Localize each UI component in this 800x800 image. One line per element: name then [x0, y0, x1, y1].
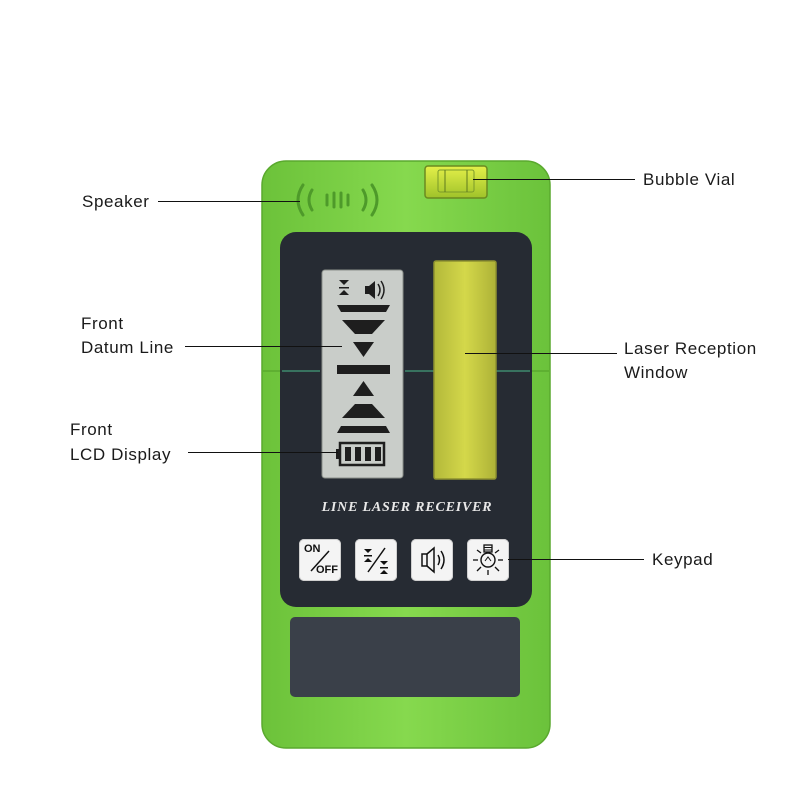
on-label: ON: [304, 543, 321, 555]
label-bubble-vial: Bubble Vial: [643, 170, 736, 189]
speaker-grille: [296, 183, 379, 217]
laser-window: [433, 260, 497, 480]
off-label: OFF: [316, 564, 338, 576]
leader-keypad: [508, 559, 644, 560]
slash-icon: [310, 550, 330, 572]
on-off-button[interactable]: ON OFF: [299, 539, 341, 581]
speaker-icon: [421, 546, 445, 574]
bottom-plate: [290, 617, 520, 697]
label-keypad: Keypad: [652, 550, 714, 569]
lcd-segments: [336, 280, 390, 467]
sensitivity-icon: [364, 547, 388, 574]
sensitivity-button[interactable]: [355, 539, 397, 581]
leader-bubble-vial: [473, 179, 635, 180]
leader-speaker: [158, 201, 300, 202]
label-laser-window-2: Window: [624, 363, 689, 382]
label-laser-window-1: Laser Reception: [624, 339, 757, 358]
leader-laser-window: [465, 353, 617, 354]
leader-front-datum-line: [185, 346, 342, 347]
label-front-lcd-display-1: Front: [70, 420, 113, 439]
bubble-vial-art: [424, 165, 488, 199]
volume-button[interactable]: [411, 539, 453, 581]
label-front-lcd-display-2: LCD Display: [70, 445, 172, 464]
leader-front-lcd-display: [188, 452, 338, 453]
label-speaker: Speaker: [82, 192, 150, 211]
label-front-datum-line-2: Datum Line: [81, 338, 174, 357]
brand-text: LINE LASER RECEIVER: [321, 500, 493, 515]
light-bulb-icon: [473, 544, 503, 575]
label-front-datum-line-1: Front: [81, 314, 124, 333]
backlight-button[interactable]: [467, 539, 509, 581]
